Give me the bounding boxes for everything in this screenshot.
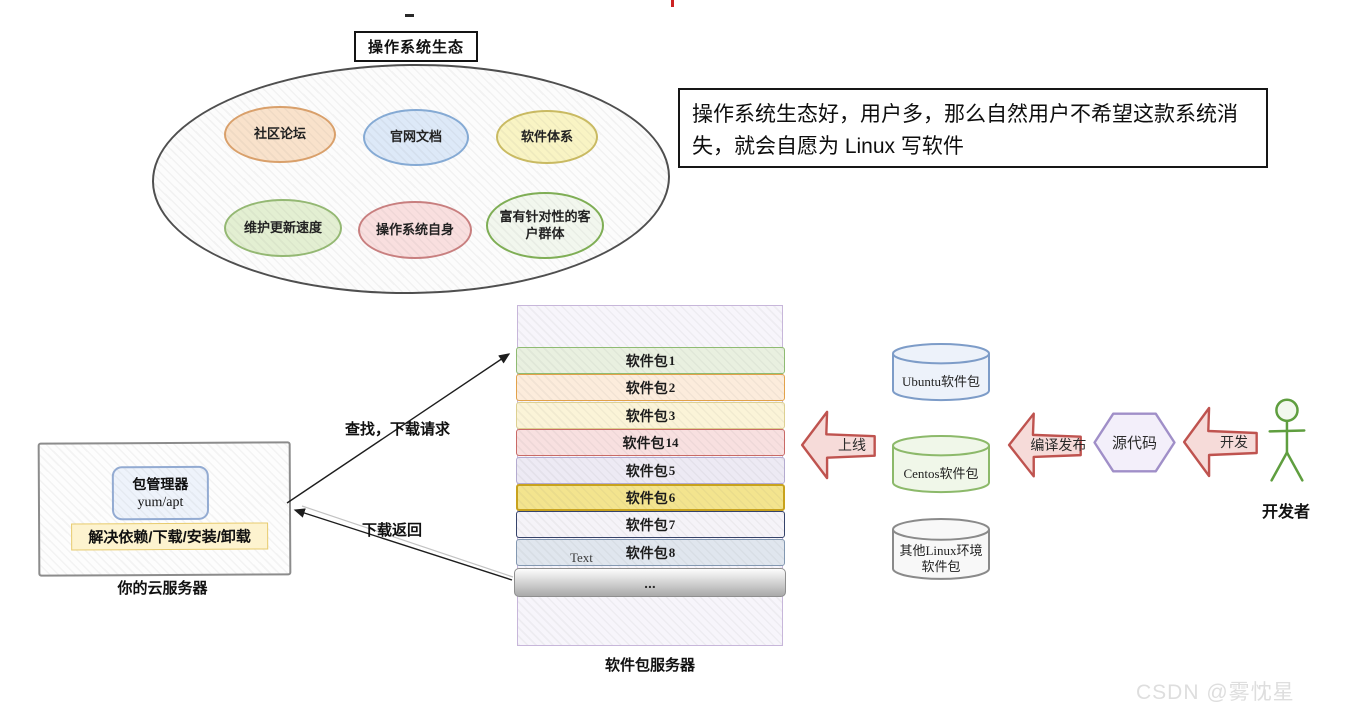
stick-figure-icon <box>1268 398 1306 482</box>
package-manager-actions: 解决依赖/下载/安装/卸载 <box>71 522 269 551</box>
ecosystem-ellipse <box>150 61 672 297</box>
developer-stick-figure <box>1262 397 1310 485</box>
more-packages-label: ... <box>644 574 656 591</box>
repo-centos: Centos软件包 <box>891 434 991 496</box>
package-row-label: 软件包 <box>625 516 668 533</box>
cylinder-icon <box>891 342 991 404</box>
repo-centos-label: Centos软件包 <box>903 466 979 482</box>
package-manager-title: 包管理器 <box>132 475 189 493</box>
developer-caption: 开发者 <box>1261 504 1310 521</box>
package-row-number: 8 <box>668 544 676 560</box>
text-note: Text <box>570 550 593 565</box>
compile-publish-arrow-label: 编译发布 <box>1030 437 1087 453</box>
package-row-number: 2 <box>668 379 676 395</box>
compile-publish-arrow: 编译发布 <box>1006 410 1087 480</box>
package-server-caption: 软件包服务器 <box>604 657 695 674</box>
package-row-label: 软件包 <box>625 352 668 369</box>
ecosystem-bubble-label: 维护更新速度 <box>243 219 322 235</box>
source-code-label: 源代码 <box>1111 435 1157 452</box>
package-row-label: 软件包 <box>625 544 668 561</box>
request-arrow-label: 查找，下载请求 <box>345 421 451 438</box>
ecosystem-bubble: 操作系统自身 <box>358 201 472 259</box>
left-block-arrow-shape <box>799 408 877 482</box>
package-row-label: 软件包 <box>625 379 668 396</box>
cloud-server-caption: 你的云服务器 <box>117 580 208 597</box>
left-block-arrow-shape <box>1181 404 1259 480</box>
ecosystem-bubble-label: 操作系统自身 <box>375 221 454 237</box>
watermark: CSDN @雾忱星 <box>1136 681 1295 704</box>
package-row-number: 7 <box>668 516 676 532</box>
package-row-number: 1 <box>668 352 676 368</box>
ecosystem-bubble-label: 富有针对性的客户群体 <box>499 209 591 241</box>
ecosystem-bubble-label: 社区论坛 <box>253 126 306 142</box>
ecosystem-bubble: 官网文档 <box>363 109 469 166</box>
ecosystem-bubble: 软件体系 <box>496 110 598 164</box>
source-code-hexagon: 源代码 <box>1092 411 1177 474</box>
package-row-number: 6 <box>668 489 676 505</box>
online-arrow: 上线 <box>799 408 877 482</box>
title-dash <box>405 14 414 17</box>
hexagon-icon <box>1092 411 1177 474</box>
cloud-server-box: 包管理器 yum/apt 解决依赖/下载/安装/卸载 <box>37 441 292 577</box>
response-arrow-ghost <box>301 505 514 578</box>
develop-arrow-label: 开发 <box>1220 434 1249 450</box>
ecosystem-bubble: 社区论坛 <box>224 106 336 163</box>
repo-ubuntu: Ubuntu软件包 <box>891 342 991 404</box>
package-row-label: 软件包 <box>625 462 668 479</box>
package-manager-actions-label: 解决依赖/下载/安装/卸载 <box>88 528 251 547</box>
cylinder-icon <box>891 434 991 496</box>
repo-other-linux: 其他Linux环境 软件包 <box>891 517 991 583</box>
package-manager-box: 包管理器 yum/apt <box>111 465 210 521</box>
ecosystem-bubble-label: 软件体系 <box>520 128 573 144</box>
ecosystem-title: 操作系统生态 <box>367 39 464 56</box>
left-block-arrow-shape <box>1006 410 1083 480</box>
package-manager-subtitle: yum/apt <box>137 494 184 511</box>
package-row-number: 5 <box>668 462 676 478</box>
ecosystem-bubble: 维护更新速度 <box>224 199 342 257</box>
more-packages-bar: ... <box>514 568 786 597</box>
package-row-number: 3 <box>668 407 676 423</box>
repo-ubuntu-label: Ubuntu软件包 <box>901 374 980 390</box>
repo-other-linux-label: 其他Linux环境 软件包 <box>899 543 983 574</box>
note-box: 操作系统生态好，用户多，那么自然用户不希望这款系统消失，就会自愿为 Linux … <box>678 88 1268 168</box>
cylinder-icon <box>891 517 991 583</box>
note-text: 操作系统生态好，用户多，那么自然用户不希望这款系统消失，就会自愿为 Linux … <box>692 103 1238 158</box>
response-arrow-label: 下载返回 <box>362 522 423 539</box>
package-row-label: 软件包 <box>622 434 665 451</box>
cursor-tick <box>671 0 674 7</box>
package-row-label: 软件包 <box>625 407 668 424</box>
develop-arrow: 开发 <box>1181 404 1259 480</box>
ecosystem-title-box: 操作系统生态 <box>354 31 478 62</box>
package-row-label: 软件包 <box>625 489 668 506</box>
ecosystem-bubble-label: 官网文档 <box>389 129 442 145</box>
ecosystem-bubble: 富有针对性的客户群体 <box>486 192 604 259</box>
package-row-number: 14 <box>665 434 679 450</box>
online-arrow-label: 上线 <box>838 437 867 453</box>
